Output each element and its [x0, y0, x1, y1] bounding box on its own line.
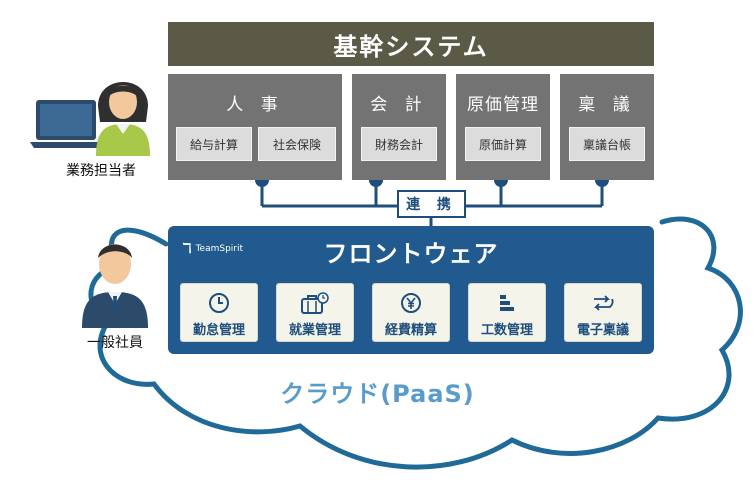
group-title: 会 計 [370, 95, 428, 115]
briefcase-clock-icon [277, 292, 353, 314]
module-label: 工数管理 [480, 323, 533, 338]
group-hr: 人 事 給与計算 社会保険 [168, 74, 342, 180]
integration-label: 連 携 [397, 190, 466, 218]
staff-illustration [30, 82, 150, 156]
laptop-icon [30, 100, 104, 148]
staff-person-icon [96, 82, 150, 156]
group-title: 原価管理 [467, 95, 539, 115]
module-tile: 工数管理 [468, 283, 546, 342]
sub-system-box: 社会保険 [258, 127, 336, 161]
sub-system-box: 財務会計 [361, 127, 437, 161]
teamspirit-logo-icon: ℸ [182, 241, 192, 257]
module-tile: 勤怠管理 [180, 283, 258, 342]
yen-coin-icon [373, 292, 449, 314]
module-label: 就業管理 [288, 323, 341, 338]
sub-system-box: 給与計算 [176, 127, 252, 161]
sub-system-box: 原価計算 [465, 127, 541, 161]
teamspirit-logo: ℸ TeamSpirit [182, 241, 243, 257]
backbone-title: 基幹システム [168, 22, 654, 66]
group-accounting: 会 計 財務会計 [352, 74, 446, 180]
group-approval: 稟 議 稟議台帳 [560, 74, 654, 180]
group-title: 人 事 [226, 95, 284, 115]
frontware-panel: ℸ TeamSpirit フロントウェア 勤怠管理 就業管理 経費精算 工数管理… [168, 226, 654, 354]
clock-icon [181, 292, 257, 314]
group-cost: 原価管理 原価計算 [456, 74, 550, 180]
teamspirit-logo-text: TeamSpirit [195, 244, 244, 254]
group-title: 稟 議 [578, 95, 636, 115]
sub-system-box: 稟議台帳 [569, 127, 645, 161]
cloud-label: クラウド(PaaS) [280, 380, 475, 408]
staff-label: 業務担当者 [66, 163, 136, 179]
employee-label: 一般社員 [87, 335, 143, 351]
module-tile: 就業管理 [276, 283, 354, 342]
bar-stack-icon [469, 292, 545, 314]
frontware-title: フロントウェア [323, 240, 499, 268]
module-label: 電子稟議 [576, 323, 629, 338]
employee-person-icon [82, 244, 148, 328]
module-tile: 経費精算 [372, 283, 450, 342]
module-label: 勤怠管理 [192, 323, 245, 338]
module-tile: 電子稟議 [564, 283, 642, 342]
module-label: 経費精算 [384, 323, 437, 338]
workflow-arrows-icon [565, 292, 641, 314]
